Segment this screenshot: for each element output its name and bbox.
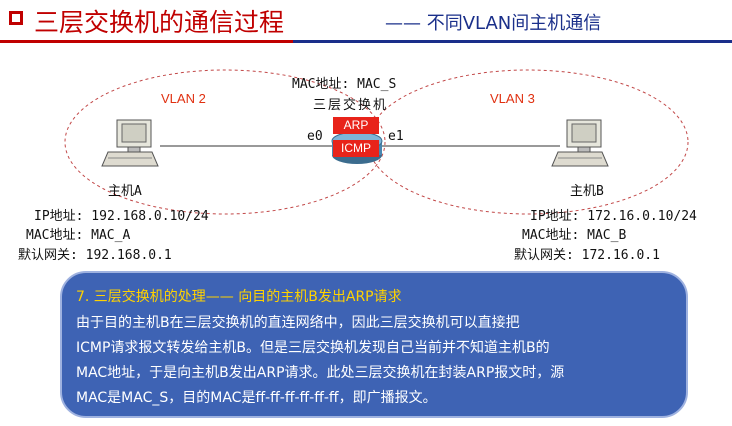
vlan2-boundary xyxy=(64,69,386,215)
switch-mac: MAC地址: MAC_S xyxy=(292,77,397,92)
page-title: 三层交换机的通信过程 xyxy=(34,8,285,37)
computer-b-icon xyxy=(551,119,609,167)
switch-name: 三层交换机 xyxy=(313,98,389,113)
step-text-line: MAC是MAC_S，目的MAC是ff-ff-ff-ff-ff-ff，即广播报文。 xyxy=(76,390,437,406)
port-e1-label: e1 xyxy=(388,129,404,144)
host-a-mac: MAC地址: MAC_A xyxy=(26,228,131,243)
icmp-tag: ICMP xyxy=(333,140,379,157)
vlan3-boundary xyxy=(367,69,689,215)
host-b-gateway: 默认网关: 172.16.0.1 xyxy=(514,248,660,263)
page-subtitle: —— 不同VLAN间主机通信 xyxy=(385,13,602,34)
vlan2-label: VLAN 2 xyxy=(161,91,206,106)
host-b-mac: MAC地址: MAC_B xyxy=(522,228,627,243)
vlan3-label: VLAN 3 xyxy=(490,91,535,106)
port-e0-label: e0 xyxy=(307,129,323,144)
step-description-box: 7. 三层交换机的处理—— 向目的主机B发出ARP请求 由于目的主机B在三层交换… xyxy=(60,271,688,418)
host-a-ip: IP地址: 192.168.0.10/24 xyxy=(34,209,209,224)
square-bullet-icon xyxy=(9,11,23,25)
step-text-line: MAC地址，于是向主机B发出ARP请求。此处三层交换机在封装ARP报文时，源 xyxy=(76,365,565,381)
title-divider xyxy=(0,40,732,43)
step-text-line: ICMP请求报文转发给主机B。但是三层交换机发现自己当前并不知道主机B的 xyxy=(76,340,550,356)
arp-tag: ARP xyxy=(333,117,379,134)
computer-a-icon xyxy=(101,119,159,167)
title-bar: 三层交换机的通信过程 —— 不同VLAN间主机通信 xyxy=(0,0,732,44)
host-a-gateway: 默认网关: 192.168.0.1 xyxy=(18,248,172,263)
host-b-name: 主机B xyxy=(570,184,604,199)
host-a-name: 主机A xyxy=(108,184,142,199)
step-text-line: 由于目的主机B在三层交换机的直连网络中，因此三层交换机可以直接把 xyxy=(76,315,520,331)
step-heading: 7. 三层交换机的处理—— 向目的主机B发出ARP请求 xyxy=(76,289,402,305)
host-b-ip: IP地址: 172.16.0.10/24 xyxy=(530,209,697,224)
